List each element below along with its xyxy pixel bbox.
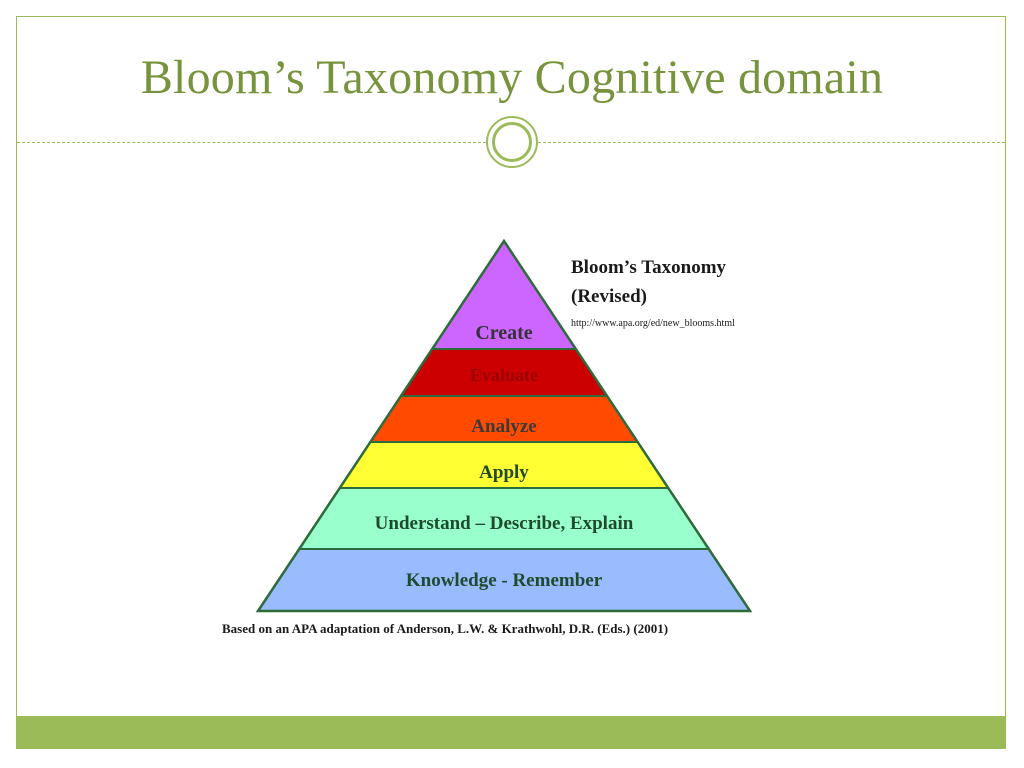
diagram-heading-line2: (Revised) xyxy=(571,286,647,307)
diagram-heading: Bloom’s Taxonomy (Revised) xyxy=(571,253,726,311)
diagram-heading-line1: Bloom’s Taxonomy xyxy=(571,257,727,278)
circle-ornament-icon xyxy=(486,116,538,168)
diagram-caption: Based on an APA adaptation of Anderson, … xyxy=(222,621,669,636)
pyramid-level-label-5: Understand – Describe, Explain xyxy=(375,513,634,534)
title-divider-left xyxy=(17,142,486,143)
slide-title: Bloom’s Taxonomy Cognitive domain xyxy=(140,51,884,104)
pyramid-level-label-6: Knowledge - Remember xyxy=(406,570,603,591)
pyramid-outline xyxy=(255,238,753,613)
source-url: http://www.apa.org/ed/new_blooms.html xyxy=(571,318,735,329)
circle-ornament-inner xyxy=(492,122,532,162)
pyramid-level-label-2: Evaluate xyxy=(470,365,538,385)
pyramid-level-label-4: Apply xyxy=(479,462,529,483)
title-divider-right xyxy=(538,142,1005,143)
pyramid-layers xyxy=(256,239,752,612)
pyramid-level-label-1: Create xyxy=(475,322,532,344)
footer-bar xyxy=(17,716,1006,749)
pyramid-level-label-3: Analyze xyxy=(471,416,536,437)
